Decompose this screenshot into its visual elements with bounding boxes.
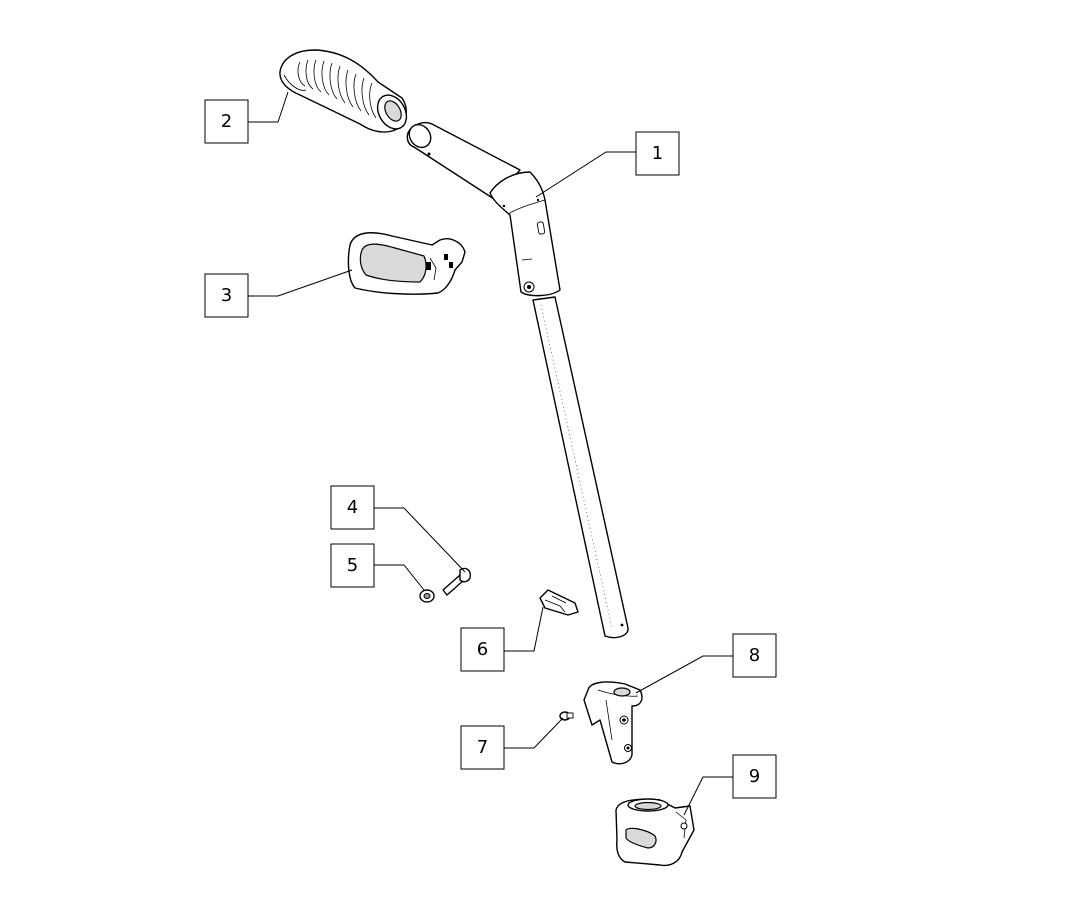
callout-3: 3 (204, 273, 249, 318)
callout-1: 1 (635, 131, 680, 176)
callout-6: 6 (460, 627, 505, 672)
part-9-clamp (615, 798, 695, 867)
callout-6-number: 6 (477, 639, 488, 660)
callout-9: 9 (732, 754, 777, 799)
callout-8: 8 (732, 633, 777, 678)
part-1-tube (406, 121, 629, 639)
part-4-bolt (442, 567, 472, 596)
callout-5-number: 5 (347, 555, 358, 576)
part-5-nut (419, 589, 435, 603)
callout-4-number: 4 (347, 497, 358, 518)
callout-2: 2 (204, 99, 249, 144)
callout-8-number: 8 (749, 645, 760, 666)
callout-7: 7 (460, 725, 505, 770)
leader-lines (248, 91, 733, 816)
callout-1-number: 1 (652, 143, 663, 164)
callout-7-number: 7 (477, 737, 488, 758)
part-6-clip (539, 589, 579, 616)
part-8-bracket (583, 681, 643, 765)
callout-2-number: 2 (221, 111, 232, 132)
callout-9-number: 9 (749, 766, 760, 787)
callout-4: 4 (330, 485, 375, 530)
callout-3-number: 3 (221, 285, 232, 306)
part-2-grip (279, 49, 408, 133)
part-3-hoop-handle (347, 232, 466, 295)
callout-5: 5 (330, 543, 375, 588)
